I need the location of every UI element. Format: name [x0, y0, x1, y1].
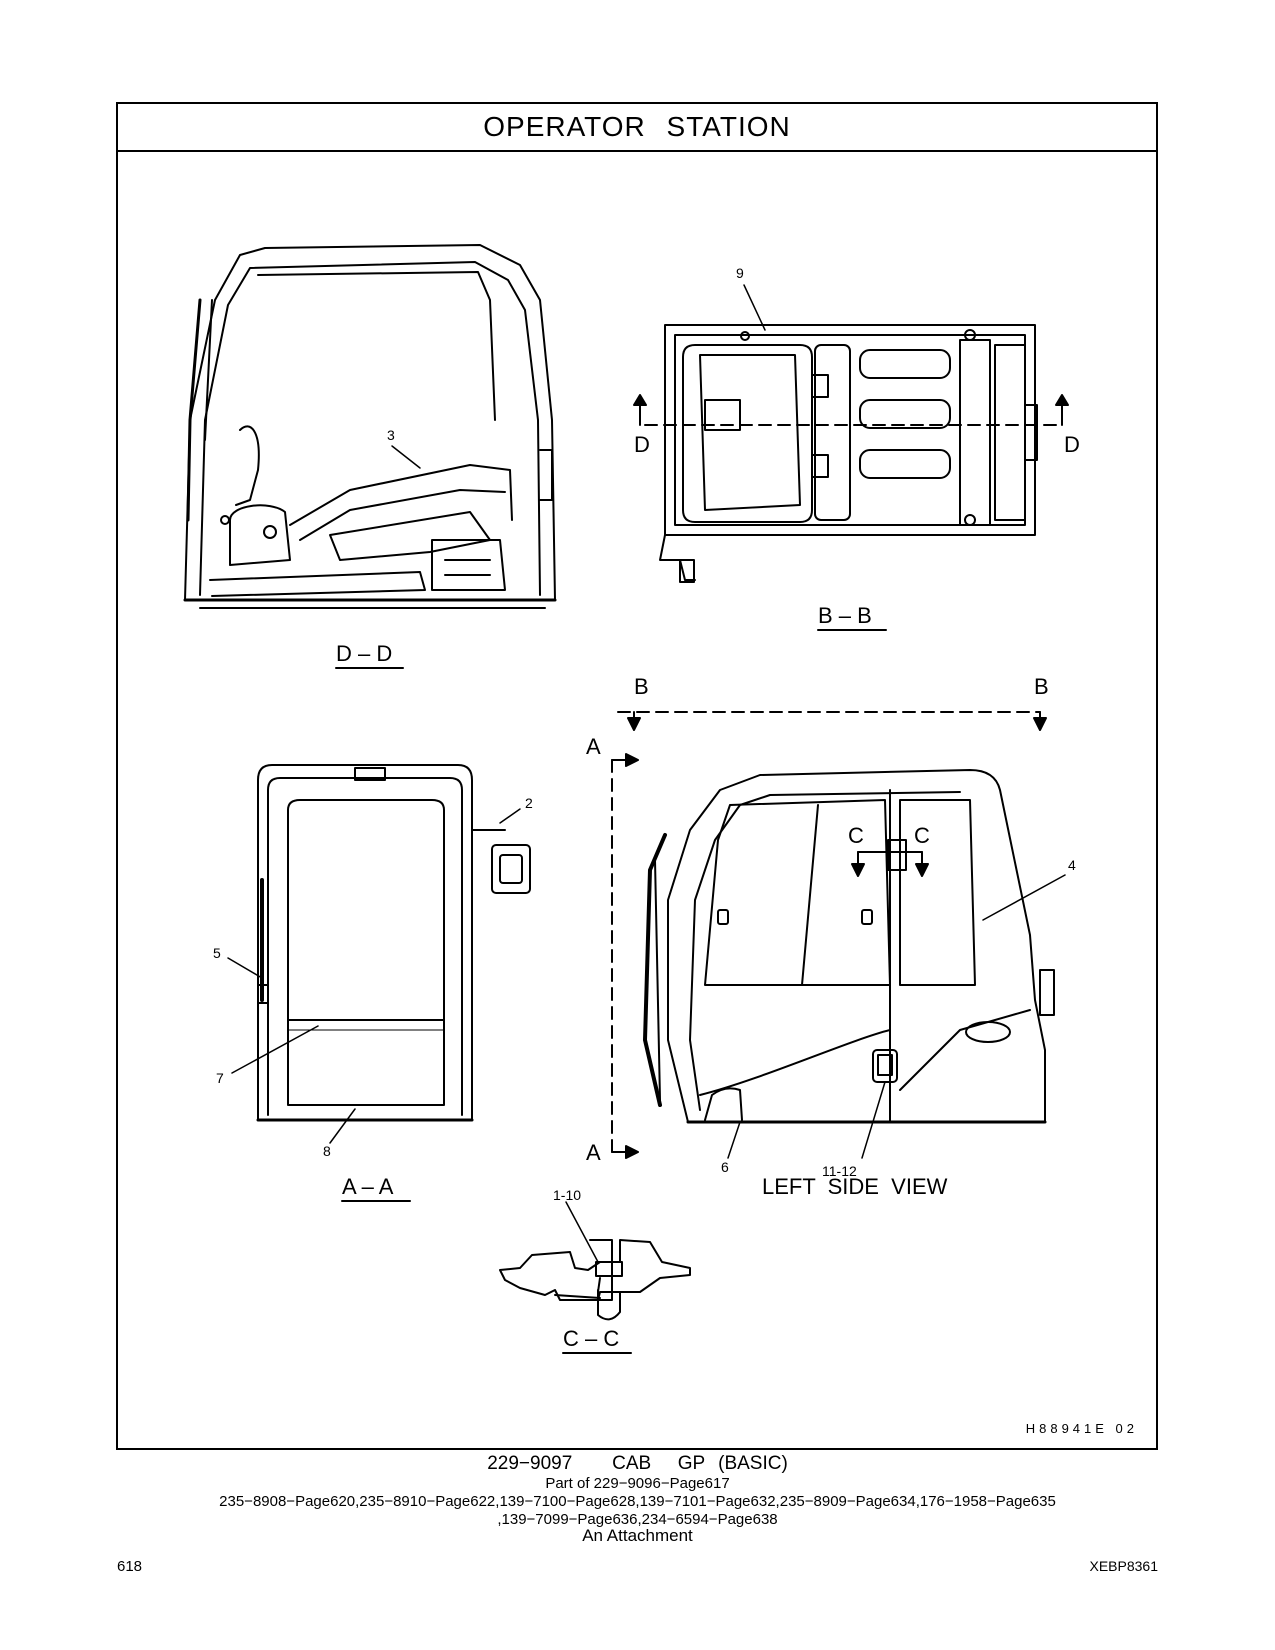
page-title: OPERATOR STATION: [118, 104, 1156, 152]
view-title-aa: A – A: [342, 1174, 394, 1199]
footer-title: 229−9097 CAB GP (BASIC): [487, 1453, 788, 1474]
view-cc-drawing: [499, 1201, 691, 1321]
callout-3: 3: [387, 427, 395, 443]
view-title-cc: C – C: [563, 1326, 619, 1351]
left-side-view-drawing: [611, 711, 1066, 1159]
section-marker-d-left: D: [634, 432, 650, 457]
footer-attachment: An Attachment: [582, 1526, 693, 1545]
section-marker-b-right: B: [1034, 674, 1049, 699]
page-number: 618: [117, 1558, 143, 1575]
section-marker-a-top: A: [586, 734, 601, 759]
callout-5: 5: [213, 945, 221, 961]
section-marker-b-left: B: [634, 674, 649, 699]
callout-2: 2: [525, 795, 533, 811]
view-dd-drawing: [183, 244, 557, 609]
callout-8: 8: [323, 1143, 331, 1159]
section-marker-c-right: C: [914, 823, 930, 848]
view-bb-drawing: [633, 284, 1069, 583]
view-title-bb: B – B: [818, 603, 872, 628]
drawing-frame: OPERATOR STATION H88941E 02: [116, 102, 1158, 1450]
footer-page-refs-1: 235−8908−Page620,235−8910−Page622,139−71…: [219, 1493, 1056, 1510]
view-title-underlines: [335, 629, 887, 1354]
section-marker-d-right: D: [1064, 432, 1080, 457]
footer-part-of: Part of 229−9096−Page617: [545, 1475, 730, 1492]
callout-9: 9: [736, 265, 744, 281]
drawing-reference: H88941E 02: [1025, 1421, 1138, 1436]
section-marker-a-bottom: A: [586, 1140, 601, 1165]
callout-11-12: 11-12: [822, 1163, 857, 1179]
callout-1-10: 1-10: [553, 1187, 581, 1203]
document-id: XEBP8361: [1089, 1558, 1159, 1574]
view-title-dd: D – D: [336, 641, 392, 666]
footer-page-refs-2: ,139−7099−Page636,234−6594−Page638: [497, 1511, 778, 1528]
callout-7: 7: [216, 1070, 224, 1086]
callout-6: 6: [721, 1159, 729, 1175]
section-marker-c-left: C: [848, 823, 864, 848]
view-title-left-side: LEFT SIDE VIEW: [762, 1174, 948, 1199]
callout-4: 4: [1068, 857, 1076, 873]
view-aa-drawing: [227, 764, 531, 1144]
